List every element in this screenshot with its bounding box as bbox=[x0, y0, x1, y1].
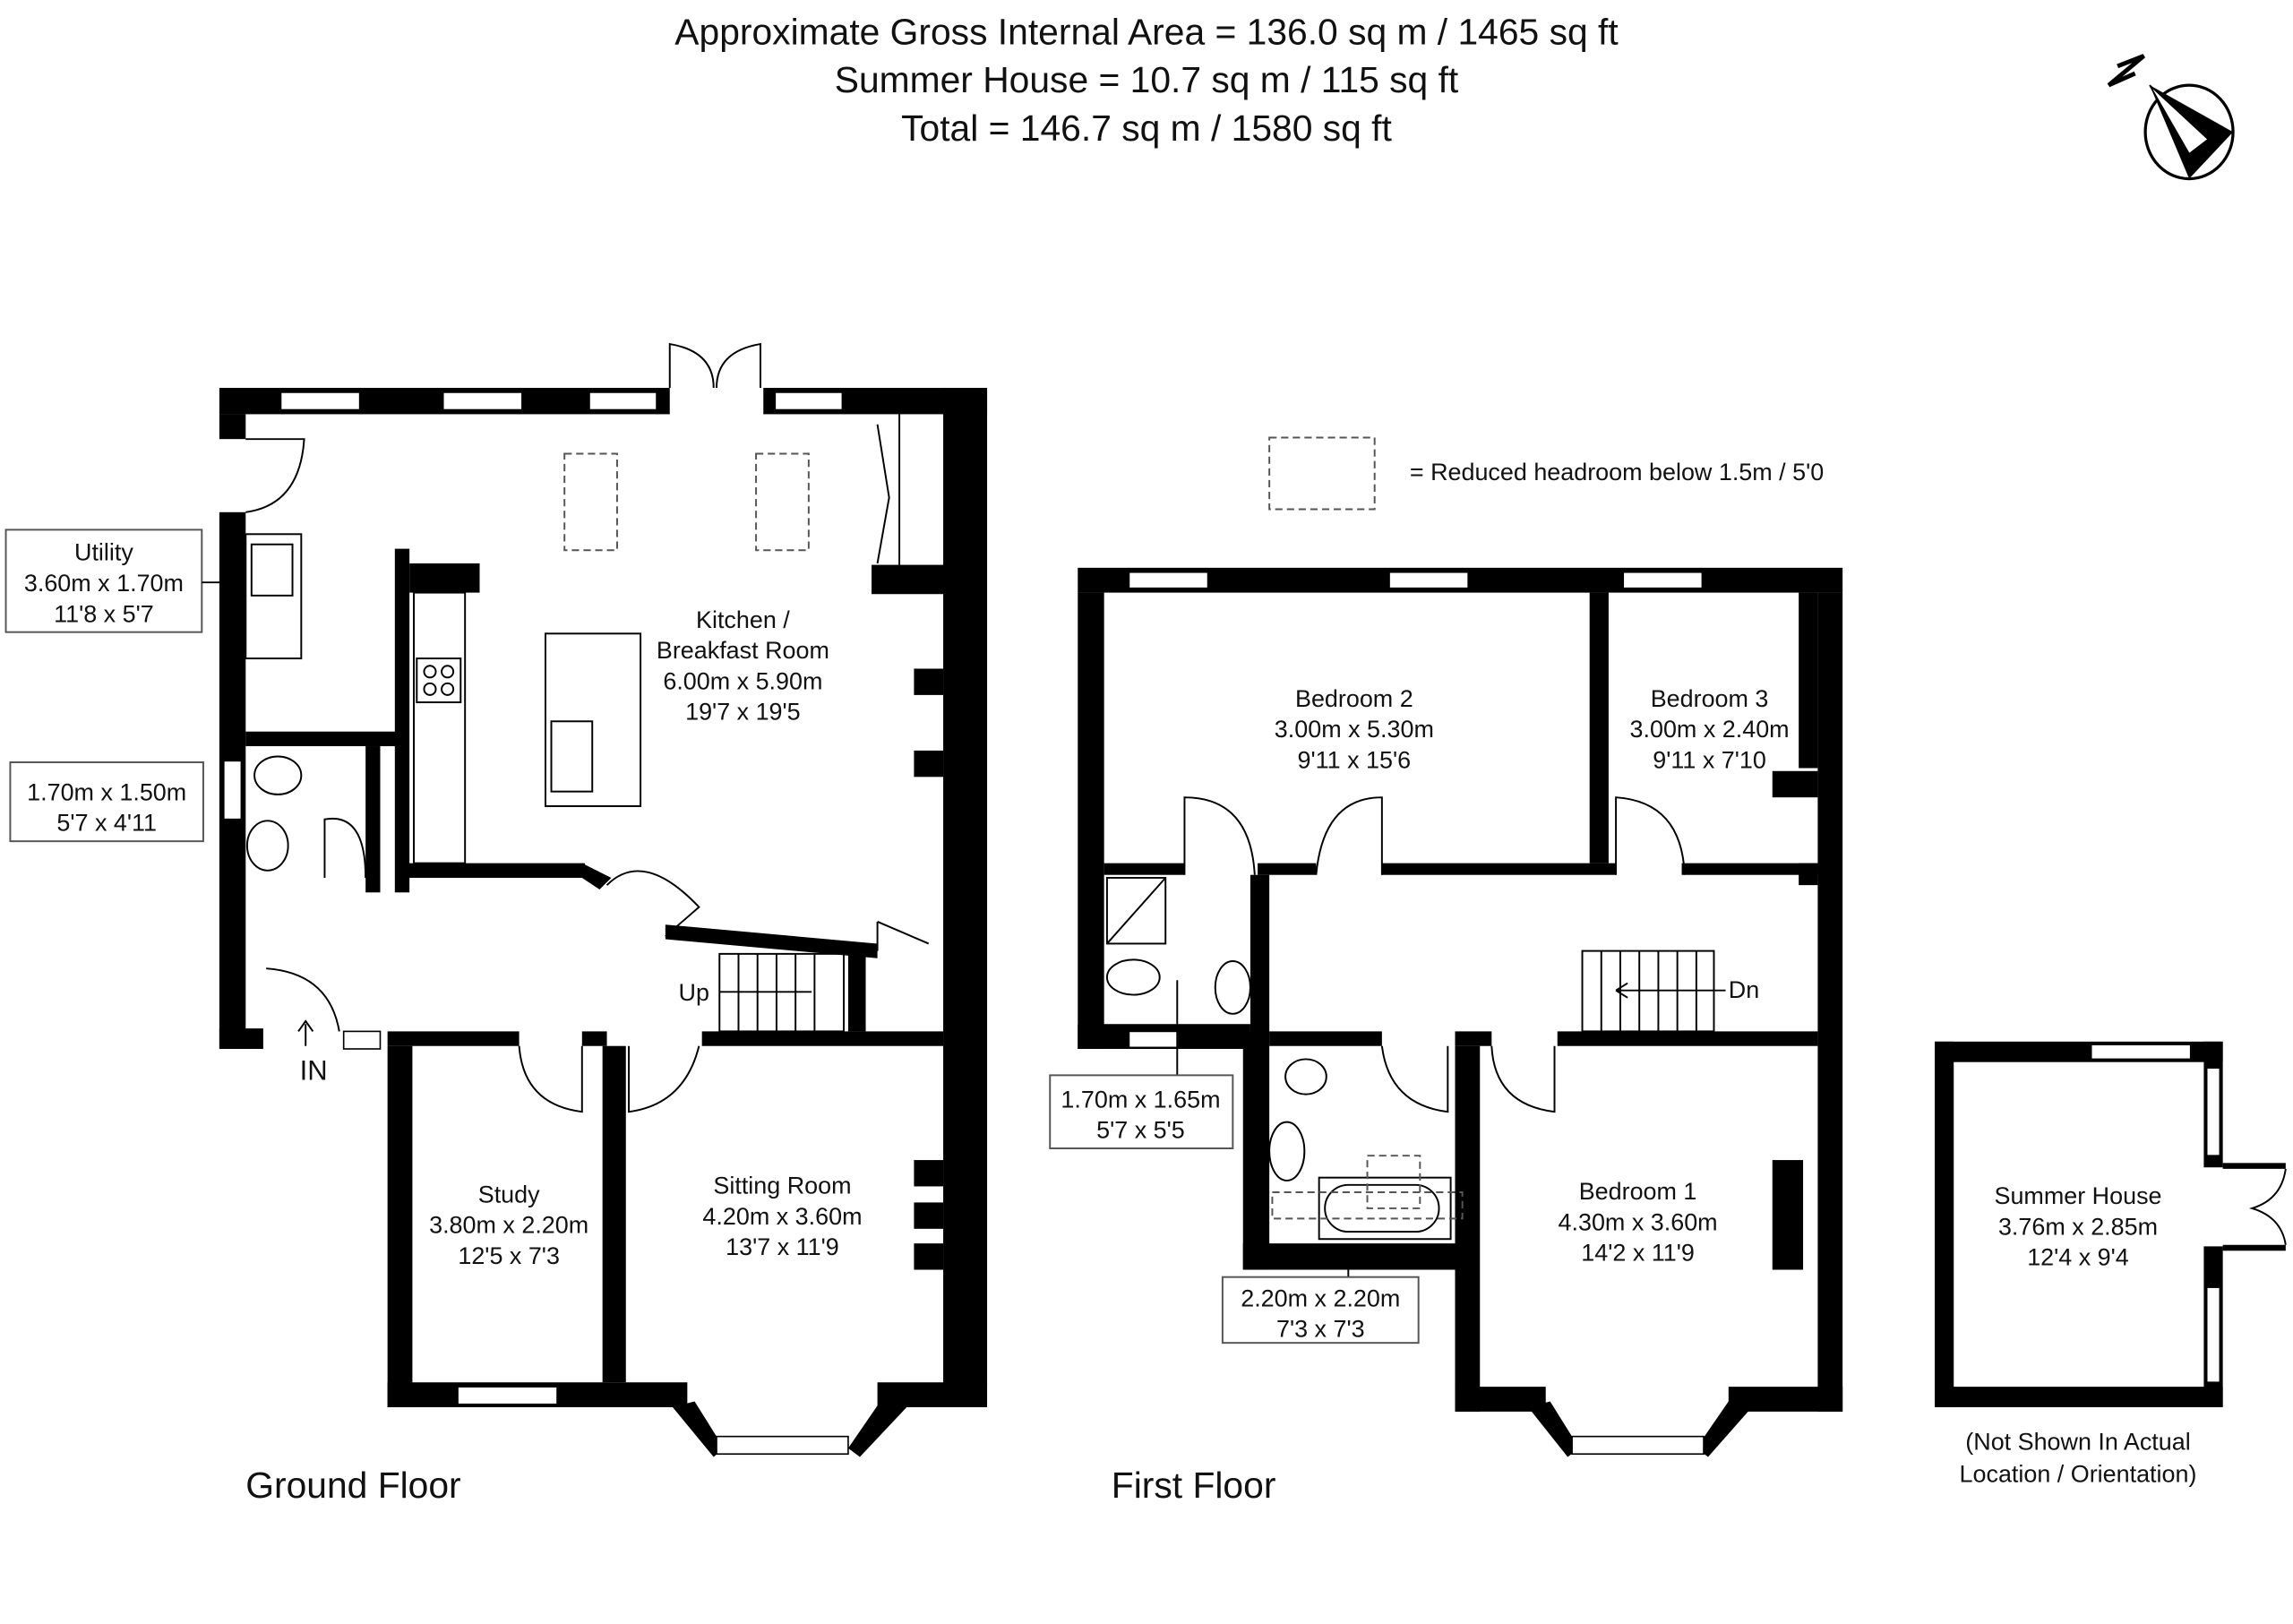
svg-text:Study: Study bbox=[478, 1181, 540, 1207]
svg-text:Utility: Utility bbox=[74, 539, 133, 566]
svg-text:11'8 x 5'7: 11'8 x 5'7 bbox=[54, 600, 154, 627]
total-area-text: Total = 146.7 sq m / 1580 sq ft bbox=[901, 107, 1392, 149]
room-bedroom-1: Bedroom 1 4.30m x 3.60m 14'2 x 11'9 bbox=[1559, 1178, 1718, 1267]
summer-house-note-line1: (Not Shown In Actual bbox=[1965, 1428, 2190, 1455]
svg-text:3.60m x 1.70m: 3.60m x 1.70m bbox=[24, 570, 184, 597]
room-kitchen: Kitchen / Breakfast Room 6.00m x 5.90m 1… bbox=[657, 606, 829, 726]
entrance-label: IN bbox=[300, 1054, 328, 1086]
room-study: Study 3.80m x 2.20m 12'5 x 7'3 bbox=[429, 1181, 588, 1269]
summer-house-note-line2: Location / Orientation) bbox=[1960, 1460, 2197, 1487]
room-bedroom-3: Bedroom 3 3.00m x 2.40m 9'11 x 7'10 bbox=[1630, 685, 1790, 774]
first-floor-plan: Dn Bedroom 2 3.00m x 5.30m 9'11 x 15'6 B… bbox=[1049, 567, 1843, 1506]
svg-text:14'2 x 11'9: 14'2 x 11'9 bbox=[1581, 1240, 1695, 1267]
headroom-legend: = Reduced headroom below 1.5m / 5'0 bbox=[1268, 436, 1824, 511]
svg-text:2.20m x 2.20m: 2.20m x 2.20m bbox=[1241, 1285, 1400, 1311]
area-summary: Approximate Gross Internal Area = 136.0 … bbox=[674, 11, 1619, 149]
svg-text:12'5 x 7'3: 12'5 x 7'3 bbox=[458, 1242, 560, 1269]
svg-text:Breakfast Room: Breakfast Room bbox=[657, 637, 829, 664]
svg-text:Kitchen /: Kitchen / bbox=[696, 606, 790, 633]
svg-text:4.30m x 3.60m: 4.30m x 3.60m bbox=[1559, 1208, 1718, 1235]
room-wc: 1.70m x 1.50m 5'7 x 4'11 bbox=[9, 761, 204, 843]
svg-text:1.70m x 1.50m: 1.70m x 1.50m bbox=[27, 778, 186, 805]
svg-text:Bedroom 1: Bedroom 1 bbox=[1579, 1178, 1697, 1205]
svg-text:9'11 x 15'6: 9'11 x 15'6 bbox=[1298, 747, 1412, 774]
room-sitting: Sitting Room 4.20m x 3.60m 13'7 x 11'9 bbox=[702, 1173, 862, 1261]
stairs-down-label: Dn bbox=[1729, 976, 1759, 1003]
svg-text:6.00m x 5.90m: 6.00m x 5.90m bbox=[663, 667, 822, 694]
summer-house-plan: Summer House 3.76m x 2.85m 12'4 x 9'4 (N… bbox=[1935, 1041, 2287, 1487]
room-summer-house: Summer House 3.76m x 2.85m 12'4 x 9'4 bbox=[1994, 1182, 2161, 1271]
room-utility: Utility 3.60m x 1.70m 11'8 x 5'7 bbox=[4, 528, 246, 633]
room-ensuite: 1.70m x 1.65m 5'7 x 5'5 bbox=[1049, 980, 1234, 1149]
svg-text:5'7 x 4'11: 5'7 x 4'11 bbox=[56, 810, 157, 837]
ground-floor-stairs: Up bbox=[679, 952, 846, 1033]
svg-text:19'7 x 19'5: 19'7 x 19'5 bbox=[685, 699, 801, 726]
svg-text:Bedroom 3: Bedroom 3 bbox=[1651, 685, 1769, 712]
north-arrow-icon bbox=[2107, 54, 2235, 181]
svg-text:Bedroom 2: Bedroom 2 bbox=[1295, 685, 1413, 712]
svg-text:3.00m x 2.40m: 3.00m x 2.40m bbox=[1630, 716, 1790, 743]
first-floor-title: First Floor bbox=[1112, 1465, 1276, 1506]
room-bedroom-2: Bedroom 2 3.00m x 5.30m 9'11 x 15'6 bbox=[1275, 685, 1434, 774]
svg-text:4.20m x 3.60m: 4.20m x 3.60m bbox=[702, 1203, 862, 1230]
svg-text:3.00m x 5.30m: 3.00m x 5.30m bbox=[1275, 716, 1434, 743]
stairs-up-label: Up bbox=[679, 979, 709, 1006]
gross-area-text: Approximate Gross Internal Area = 136.0 … bbox=[674, 11, 1619, 52]
room-bathroom: 2.20m x 2.20m 7'3 x 7'3 bbox=[1221, 1269, 1420, 1345]
svg-text:12'4 x 9'4: 12'4 x 9'4 bbox=[2027, 1244, 2129, 1271]
svg-text:3.80m x 2.20m: 3.80m x 2.20m bbox=[429, 1212, 588, 1239]
summer-house-area-text: Summer House = 10.7 sq m / 115 sq ft bbox=[835, 59, 1459, 100]
svg-text:1.70m x 1.65m: 1.70m x 1.65m bbox=[1061, 1086, 1220, 1113]
svg-text:9'11 x 7'10: 9'11 x 7'10 bbox=[1653, 747, 1766, 774]
svg-text:5'7 x 5'5: 5'7 x 5'5 bbox=[1096, 1117, 1185, 1144]
svg-text:Summer House: Summer House bbox=[1994, 1182, 2161, 1209]
headroom-legend-text: = Reduced headroom below 1.5m / 5'0 bbox=[1410, 459, 1824, 485]
svg-text:13'7 x 11'9: 13'7 x 11'9 bbox=[726, 1233, 839, 1260]
svg-text:Sitting Room: Sitting Room bbox=[713, 1173, 851, 1199]
first-floor-stairs: Dn bbox=[1581, 949, 1759, 1033]
ground-floor-plan: Up IN Kitchen / Breakfast Room 6.00m x 5… bbox=[4, 342, 988, 1506]
svg-text:7'3 x 7'3: 7'3 x 7'3 bbox=[1276, 1316, 1365, 1343]
ground-floor-title: Ground Floor bbox=[245, 1465, 460, 1506]
svg-text:3.76m x 2.85m: 3.76m x 2.85m bbox=[1998, 1213, 2158, 1240]
